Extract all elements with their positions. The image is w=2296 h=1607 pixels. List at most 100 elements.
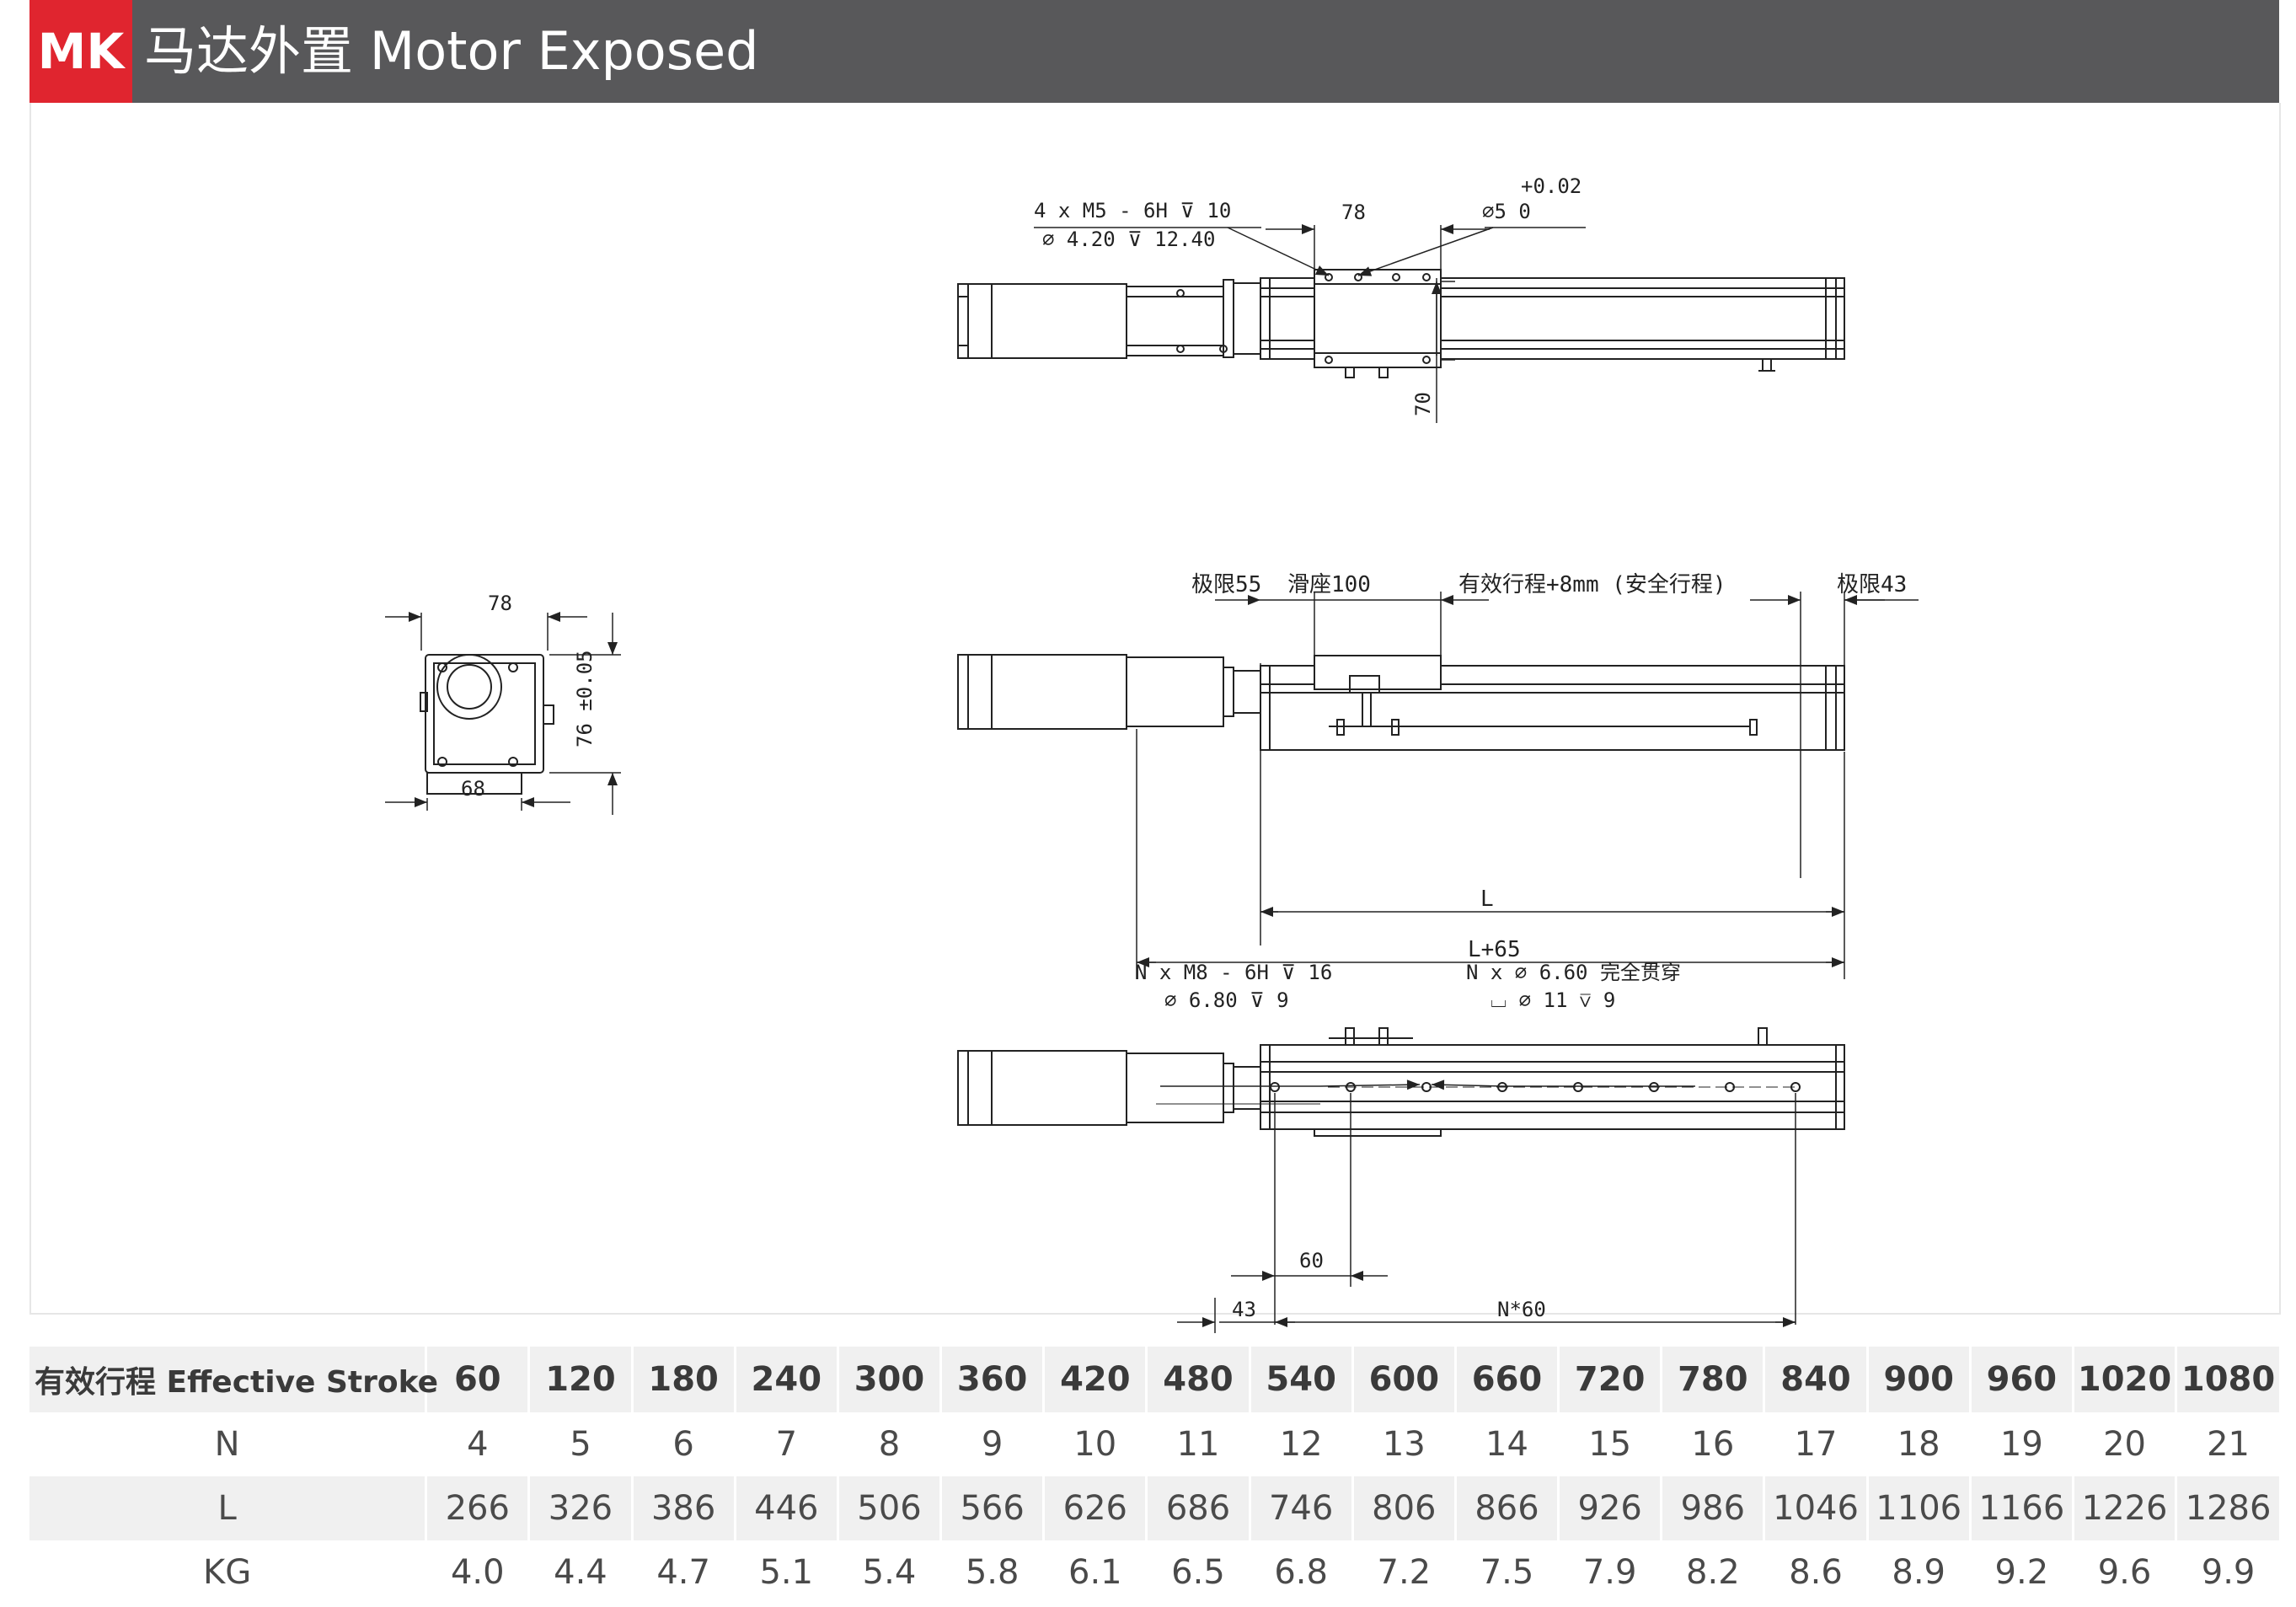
side-limit-right: 极限43 (1837, 572, 1907, 597)
stroke-cell: 480 (1145, 1347, 1250, 1412)
spec-value-cell: 10 (1042, 1412, 1147, 1476)
bottom-view (957, 1027, 1845, 1333)
side-view (957, 592, 1919, 979)
stroke-cell: 540 (1248, 1347, 1353, 1412)
end-dim-78: 78 (488, 592, 512, 615)
stroke-cell: 120 (527, 1347, 633, 1412)
spec-value-cell: 9.9 (2175, 1540, 2279, 1604)
spec-value-cell: 4.7 (630, 1540, 736, 1604)
spec-value-cell: 6.1 (1042, 1540, 1147, 1604)
spec-value-cell: 686 (1145, 1476, 1250, 1540)
stroke-cell: 840 (1763, 1347, 1868, 1412)
spec-value-cell: 4.4 (527, 1540, 633, 1604)
spec-value-cell: 14 (1453, 1412, 1559, 1476)
spec-value-cell: 7 (733, 1412, 838, 1476)
title-bar: MK 马达外置 Motor Exposed (29, 0, 2279, 103)
spec-value-cell: 1046 (1763, 1476, 1868, 1540)
stroke-cell: 420 (1042, 1347, 1147, 1412)
spec-value-cell: 11 (1145, 1412, 1250, 1476)
side-limit-left: 极限55 (1191, 572, 1261, 597)
spec-value-cell: 746 (1248, 1476, 1353, 1540)
spec-value-cell: 7.5 (1453, 1540, 1559, 1604)
stroke-cell: 360 (939, 1347, 1044, 1412)
spec-row-label: N (214, 1425, 240, 1464)
spec-value-cell: 20 (2071, 1412, 2176, 1476)
stroke-cell: 180 (630, 1347, 736, 1412)
side-effective-stroke: 有效行程+8mm (安全行程) (1458, 572, 1726, 597)
spec-value-cell: 386 (630, 1476, 736, 1540)
stroke-cell: 960 (1968, 1347, 2074, 1412)
top-callout-right: ⌀5 0 (1482, 200, 1531, 223)
side-dim-L65: L+65 (1468, 937, 1521, 962)
spec-value-cell: 1226 (2071, 1476, 2176, 1540)
stroke-cell: 780 (1660, 1347, 1764, 1412)
spec-value-cell: 12 (1248, 1412, 1353, 1476)
spec-value-cell: 5.4 (836, 1540, 941, 1604)
spec-value-cell: 13 (1351, 1412, 1456, 1476)
side-view-labels: 极限55 滑座100 有效行程+8mm (安全行程) 极限43 L L+65 (1191, 572, 1907, 962)
spec-value-cell: 8.2 (1660, 1540, 1764, 1604)
spec-value-cell: 7.2 (1351, 1540, 1456, 1604)
spec-value-cell: 506 (836, 1476, 941, 1540)
spec-value-cell: 326 (527, 1476, 633, 1540)
bottom-callout-right-2: ⌴ ⌀ 11 ⊽ 9 (1491, 988, 1615, 1012)
spec-value-cell: 6 (630, 1412, 736, 1476)
spec-value-cell: 806 (1351, 1476, 1456, 1540)
spec-value-cell: 1286 (2175, 1476, 2279, 1540)
top-callout-left-2: ⌀ 4.20 ⊽ 12.40 (1042, 228, 1215, 251)
spec-value-cell: 4.0 (425, 1540, 529, 1604)
spec-value-cell: 4 (425, 1412, 529, 1476)
end-view (385, 612, 621, 815)
spec-value-cell: 18 (1865, 1412, 1971, 1476)
spec-value-cell: 626 (1042, 1476, 1147, 1540)
side-dim-L: L (1480, 887, 1494, 912)
bottom-callout-right-1: N x ⌀ 6.60 完全贯穿 (1466, 961, 1681, 984)
bottom-callout-left-1: N x M8 - 6H ⊽ 16 (1135, 961, 1332, 984)
spec-value-cell: 6.5 (1145, 1540, 1250, 1604)
stroke-cell: 300 (836, 1347, 941, 1412)
spec-value-cell: 15 (1557, 1412, 1662, 1476)
spec-value-cell: 9 (939, 1412, 1044, 1476)
spec-value-cell: 5 (527, 1412, 633, 1476)
stroke-cell: 60 (425, 1347, 529, 1412)
stroke-cell: 900 (1865, 1347, 1971, 1412)
spec-value-cell: 9.6 (2071, 1540, 2176, 1604)
spec-row-label: L (29, 1476, 426, 1540)
drawing-canvas: 4 x M5 - 6H ⊽ 10 ⌀ 4.20 ⊽ 12.40 78 +0.02… (385, 174, 1919, 1333)
spec-value-cell: 9.2 (1968, 1540, 2074, 1604)
spec-value-cell: 5.8 (939, 1540, 1044, 1604)
stroke-header-label: 有效行程 Effective Stroke (29, 1347, 438, 1412)
spec-value-cell: 266 (425, 1476, 529, 1540)
spec-value-cell: 5.1 (733, 1540, 838, 1604)
top-tol-upper: +0.02 (1521, 174, 1582, 198)
spec-value-cell: 1166 (1968, 1476, 2074, 1540)
bottom-callout-left-2: ⌀ 6.80 ⊽ 9 (1164, 988, 1289, 1012)
top-callout-left-1: 4 x M5 - 6H ⊽ 10 (1034, 199, 1231, 222)
spec-value-cell: 8 (836, 1412, 941, 1476)
page-title: 马达外置 Motor Exposed (144, 20, 759, 82)
bottom-view-labels: N x M8 - 6H ⊽ 16 ⌀ 6.80 ⊽ 9 N x ⌀ 6.60 完… (1135, 961, 1681, 1321)
end-dim-68: 68 (461, 777, 485, 801)
top-view-labels: 4 x M5 - 6H ⊽ 10 ⌀ 4.20 ⊽ 12.40 78 +0.02… (1034, 174, 1582, 416)
stroke-cell: 660 (1453, 1347, 1559, 1412)
spec-value-cell: 986 (1660, 1476, 1764, 1540)
spec-value-cell: 16 (1660, 1412, 1764, 1476)
bottom-dim-60: 60 (1299, 1249, 1324, 1272)
spec-value-cell: 446 (733, 1476, 838, 1540)
end-view-labels: 78 68 76 ±0.05 (461, 592, 597, 801)
stroke-cell: 240 (733, 1347, 838, 1412)
technical-drawing: 4 x M5 - 6H ⊽ 10 ⌀ 4.20 ⊽ 12.40 78 +0.02… (29, 103, 2281, 1333)
spec-value-cell: 8.9 (1865, 1540, 1971, 1604)
bottom-dim-N60: N*60 (1497, 1298, 1546, 1321)
model-badge: MK (29, 0, 132, 103)
spec-value-cell: 866 (1453, 1476, 1559, 1540)
side-slider: 滑座100 (1287, 572, 1371, 597)
spec-value-cell: 6.8 (1248, 1540, 1353, 1604)
stroke-cell: 1080 (2175, 1347, 2279, 1412)
spec-value-cell: 7.9 (1557, 1540, 1662, 1604)
